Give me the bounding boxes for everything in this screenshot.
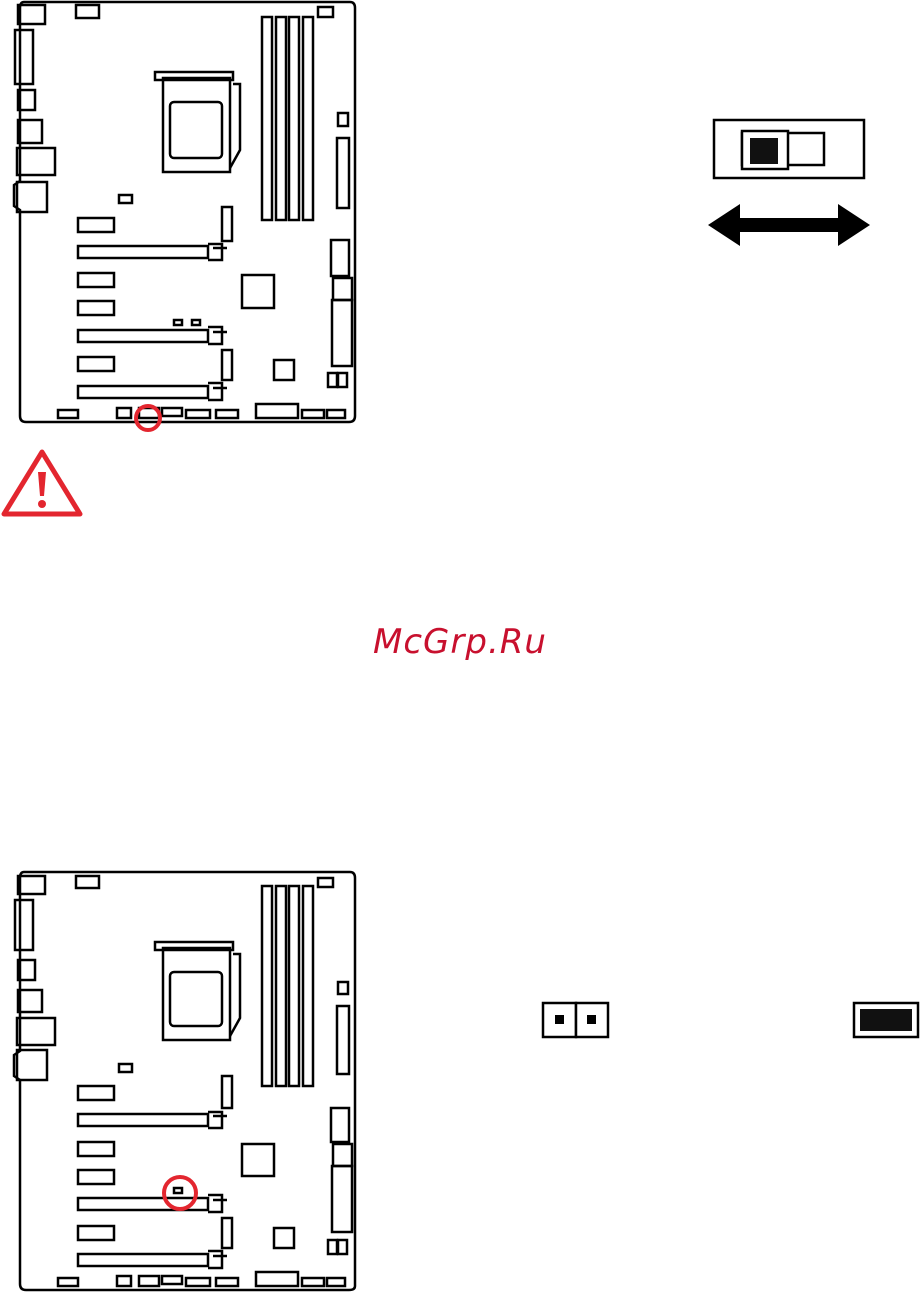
warning-triangle-icon	[0, 448, 84, 520]
motherboard-diagram-bottom	[0, 868, 360, 1292]
motherboard-diagram-top	[0, 0, 360, 440]
jumper-open-icon	[541, 1001, 611, 1039]
double-arrow-icon	[706, 202, 872, 248]
watermark-text: McGrp.Ru	[0, 622, 920, 662]
motherboard-bottom-svg	[0, 868, 360, 1292]
slide-switch-icon	[712, 118, 867, 184]
motherboard-top-svg	[0, 0, 360, 440]
jumper-closed-icon	[852, 1001, 920, 1039]
